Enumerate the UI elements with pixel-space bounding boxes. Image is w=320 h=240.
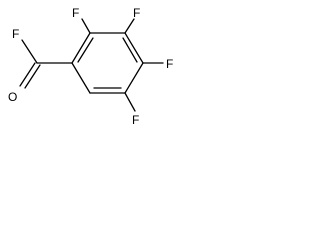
bond-carbonyl-c-o-b (24, 64, 41, 89)
bond-c5-f (124, 92, 136, 112)
acyl-fluoride-group (19, 39, 73, 89)
ring-bond-c4-c5 (124, 62, 144, 94)
bond-carbonyl-carbon-fluorine (21, 39, 38, 64)
benzene-ring (71, 32, 144, 94)
ring-bond-c6-c1 (71, 62, 91, 94)
atom-label-fluorine-5: F (132, 113, 139, 127)
ring-bond-c1-c2 (71, 32, 91, 64)
bond-c3-f (124, 18, 135, 34)
atom-label-fluorine-3: F (133, 6, 140, 20)
bond-c2-f (81, 18, 91, 34)
ring-double-bond-c1-c2 (77, 37, 94, 63)
ring-bond-c3-c4 (124, 32, 144, 64)
chemical-structure-diagram: F O F F F F (8, 6, 173, 127)
ring-double-bond-c3-c4 (122, 37, 138, 63)
atom-label-carbonyl-oxygen: O (8, 90, 17, 104)
atom-label-fluorine-2: F (72, 6, 79, 20)
atom-label-fluorine-4: F (166, 57, 173, 71)
bond-carbonyl-c-o-a (19, 62, 36, 87)
atom-label-acyl-fluorine: F (12, 27, 19, 41)
